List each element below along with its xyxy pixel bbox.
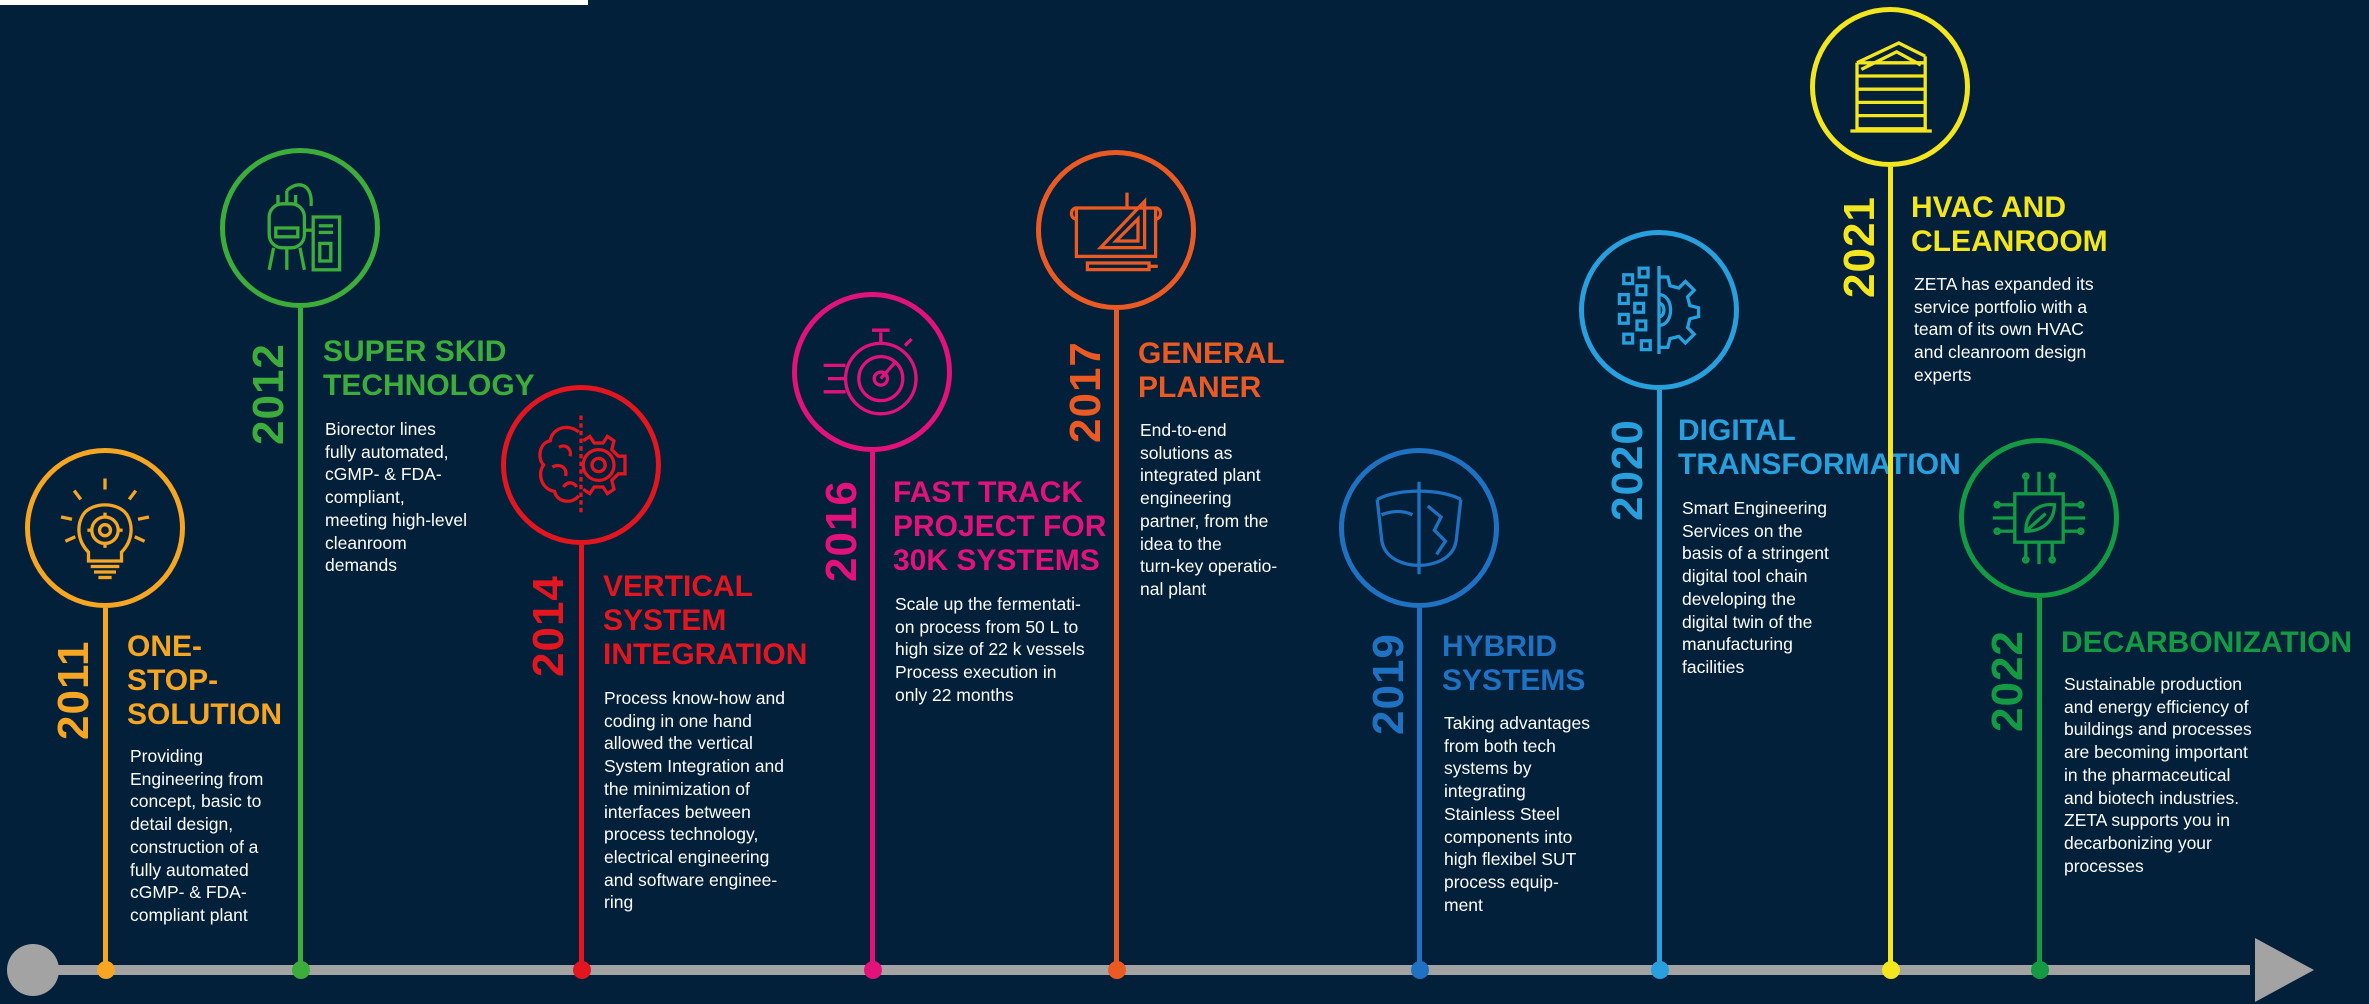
timeline-start-circle (7, 944, 59, 996)
top-accent-line (0, 0, 588, 5)
timeline-arrow-head (2255, 938, 2314, 1002)
